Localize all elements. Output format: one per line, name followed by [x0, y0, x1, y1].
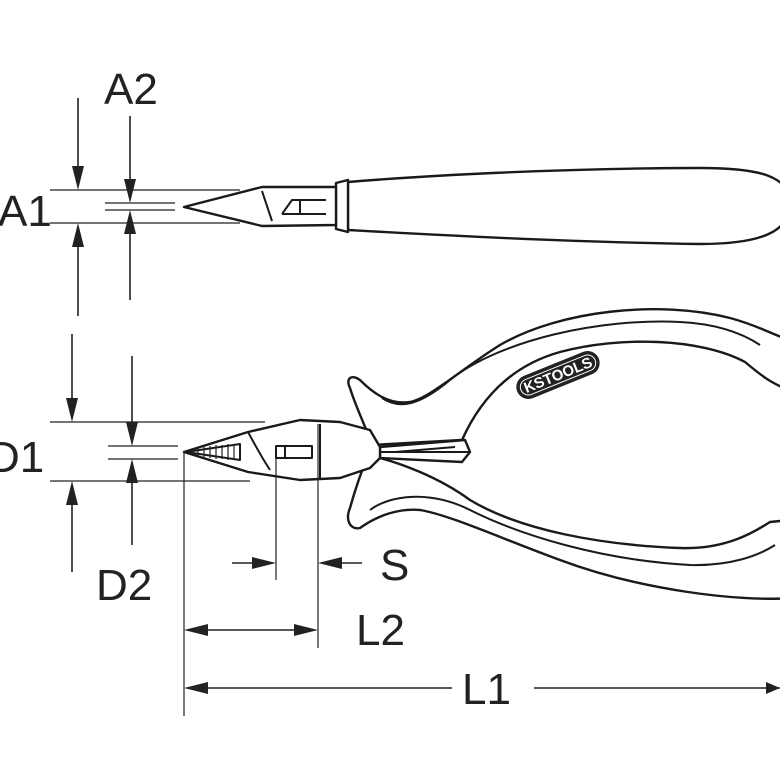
- upper-handle: [347, 308, 780, 447]
- label-l1: L1: [462, 665, 511, 714]
- pliers-top-view: [182, 308, 780, 600]
- dimension-d: D1 D2: [0, 334, 265, 610]
- jaws: [182, 418, 382, 482]
- label-a2: A2: [104, 65, 158, 114]
- label-s: S: [380, 541, 409, 590]
- label-a1: A1: [0, 187, 52, 236]
- lower-handle: [346, 453, 780, 600]
- side-view-jaw: [182, 185, 338, 228]
- side-view-joint: [334, 178, 350, 234]
- label-d1: D1: [0, 433, 44, 482]
- dimension-a: A1 A2: [0, 65, 240, 316]
- pliers-side-view: [182, 166, 780, 246]
- label-d2: D2: [96, 561, 152, 610]
- side-view-handle: [346, 166, 780, 246]
- label-l2: L2: [356, 606, 405, 655]
- dimension-length: S L2 L1: [183, 424, 780, 716]
